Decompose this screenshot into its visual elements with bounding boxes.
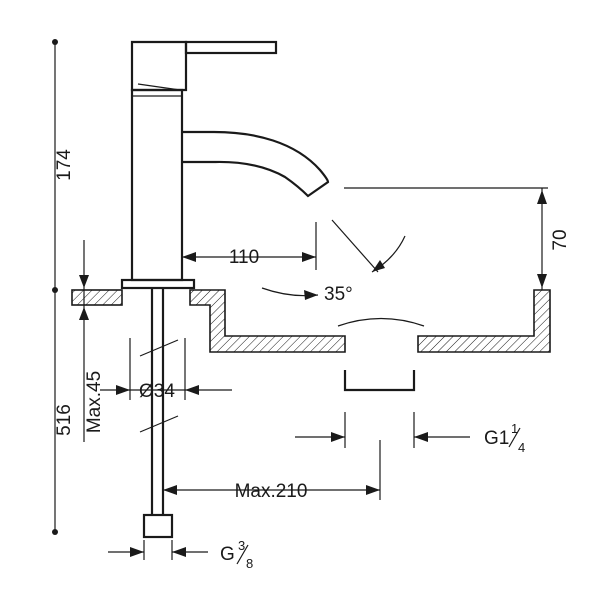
dim-g38-frac-bar xyxy=(236,544,249,565)
arrow-34-left xyxy=(116,385,130,395)
deck-left xyxy=(71,289,123,306)
dim-g38-frac-den: 8 xyxy=(246,556,253,571)
dim-516-label: 516 xyxy=(54,404,75,436)
dim-basin-height: 70 xyxy=(344,187,571,290)
dim-g38-frac-num: 3 xyxy=(238,538,245,553)
dim-dot-mid xyxy=(52,287,58,293)
waste-outlet xyxy=(343,370,416,392)
dim-supply-thread: G 3 8 xyxy=(108,538,253,571)
dim-g1-label: G1 xyxy=(484,428,509,449)
arrow-210-right xyxy=(366,485,380,495)
dim-210-label: Max.210 xyxy=(235,481,308,502)
base-flange xyxy=(120,278,196,290)
hose-break-lower xyxy=(139,415,179,433)
arrow-angle-left xyxy=(304,290,318,300)
arrow-34-right xyxy=(185,385,199,395)
dim-34-label: Ø34 xyxy=(139,381,175,402)
dim-reach: 110 xyxy=(181,222,317,270)
dim-max-deck: Max.45 xyxy=(79,240,105,442)
basin-right xyxy=(417,289,551,353)
dim-g1-frac-den: 4 xyxy=(518,440,525,455)
dim-height-left: 174 516 xyxy=(52,39,75,535)
dim-g38-label: G xyxy=(220,544,235,565)
faucet-body xyxy=(130,88,184,282)
dim-110-label: 110 xyxy=(229,247,259,268)
arrow-70-bottom xyxy=(537,274,547,288)
lever-handle xyxy=(184,40,278,55)
arrow-210-left xyxy=(163,485,177,495)
arrow-angle-right xyxy=(372,260,385,272)
hose-break-upper xyxy=(139,339,179,357)
dim-g1-frac-bar xyxy=(508,427,521,448)
arrow-110-right xyxy=(302,252,316,262)
arrow-70-top xyxy=(537,190,547,204)
dim-angle: 35° xyxy=(261,219,406,305)
arrow-waste-left xyxy=(331,432,345,442)
dim-max45-label: Max.45 xyxy=(84,371,105,433)
dim-35-label: 35° xyxy=(324,284,353,305)
arrow-supply-left xyxy=(130,547,144,557)
arrow-waste-right xyxy=(414,432,428,442)
water-surface-arc xyxy=(337,317,425,327)
dim-70-label: 70 xyxy=(550,229,571,250)
dim-174-label: 174 xyxy=(54,149,75,181)
dim-dot-bottom xyxy=(52,529,58,535)
angle-leg xyxy=(331,219,379,273)
dim-max-hose: Max.210 xyxy=(163,440,381,502)
deck-basin-left xyxy=(189,289,346,353)
hose-nut xyxy=(142,513,174,539)
arrow-max45-top xyxy=(79,275,89,288)
dim-dot-top xyxy=(52,39,58,45)
dim-waste-thread: G1 1 4 xyxy=(295,412,525,455)
faucet-outline xyxy=(120,40,330,539)
arrow-110-left xyxy=(182,252,196,262)
spout xyxy=(182,130,330,198)
dim-g1-frac-num: 1 xyxy=(511,421,518,436)
dim-hole-diameter: Ø34 xyxy=(100,338,232,402)
arrow-supply-right xyxy=(172,547,186,557)
arrow-max45-bottom xyxy=(79,307,89,320)
cartridge-cap xyxy=(130,40,188,92)
basin-section xyxy=(71,289,551,392)
